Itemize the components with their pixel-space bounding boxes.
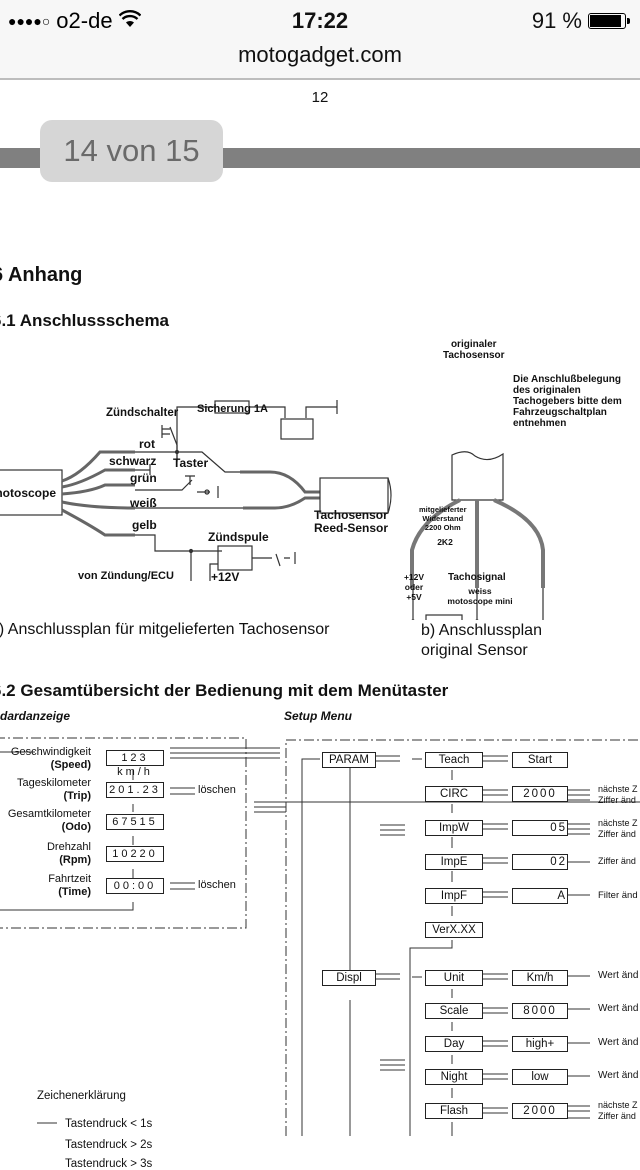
value-unit: Km/h [512, 970, 568, 986]
note-impw-2: Ziffer änd [598, 829, 636, 839]
std-row-speed: Geschwindigkeit(Speed) [10, 746, 91, 771]
resistor-label: 2K2 [437, 537, 453, 547]
display-time: 00:00 [106, 878, 164, 894]
note-day: Wert änd [598, 1037, 639, 1048]
display-odo: 67515 [106, 814, 164, 830]
carrier-name: o2-de [56, 8, 113, 33]
action-clear-trip: löschen [198, 784, 236, 796]
wire-black: schwarz [109, 454, 157, 468]
legend-short-press: Tastendruck < 1s [65, 1118, 153, 1130]
note-flash-2: Ziffer änd [598, 1111, 636, 1121]
status-right: 91 % [531, 8, 630, 34]
wire-green: grün [130, 471, 157, 485]
value-impe: 02 [512, 854, 568, 870]
value-night: low [512, 1069, 568, 1085]
menu-teach: Teach [425, 752, 483, 768]
menu-night: Night [425, 1069, 483, 1085]
note-unit: Wert änd [598, 970, 639, 981]
subsection-heading-2: 6.2 Gesamtübersicht der Bedienung mit de… [0, 681, 449, 700]
display-trip: 201.23 [106, 782, 164, 798]
status-bar: ●●●●○ o2-de 17:22 91 % [0, 0, 640, 40]
wire-white: weiß [130, 496, 157, 510]
battery-percent: 91 % [531, 8, 582, 33]
caption-a: a) Anschlussplan für mitgelieferten Tach… [0, 621, 330, 638]
note-scale: Wert änd [598, 1003, 639, 1014]
note-impe: Ziffer änd [598, 856, 636, 866]
menu-version: VerX.XX [425, 922, 483, 938]
page-indicator: 14 von 15 [40, 120, 223, 182]
status-left: ●●●●○ o2-de [8, 8, 141, 34]
label-switch: Zündschalter [106, 407, 179, 419]
pdf-page: 12 14 von 15 6 Anhang 6.1 Anschlussschem… [0, 80, 640, 1170]
display-rpm: 10220 [106, 846, 164, 862]
note-circ-1: nächste Z [598, 784, 638, 794]
menu-impf: ImpF [425, 888, 483, 904]
label-ecu: von Zündung/ECU [78, 570, 174, 582]
setup-menu-title: Setup Menu [284, 709, 352, 723]
menu-param: PARAM [322, 752, 376, 768]
menu-unit: Unit [425, 970, 483, 986]
address-bar[interactable]: motogadget.com [0, 40, 640, 80]
display-speed: 123 km/h [106, 750, 164, 778]
note-night: Wert änd [598, 1070, 639, 1081]
std-row-odo: Gesamtkilometer(Odo) [7, 808, 91, 833]
url-text[interactable]: motogadget.com [238, 42, 402, 67]
note-circ-2: Ziffer änd [598, 795, 636, 805]
menu-impw: ImpW [425, 820, 483, 836]
wifi-icon [118, 8, 141, 34]
value-day: high+ [512, 1036, 568, 1052]
menu-circ: CIRC [425, 786, 483, 802]
page-number: 12 [311, 89, 329, 106]
standard-display-title: Standardanzeige [0, 709, 71, 723]
menu-impe: ImpE [425, 854, 483, 870]
signal-strength-icon: ●●●●○ [8, 13, 51, 29]
menu-scale: Scale [425, 1003, 483, 1019]
label-fuse: Sicherung 1A [197, 403, 268, 415]
legend-press-3s: Tastendruck > 3s [65, 1158, 153, 1170]
menu-displ: Displ [322, 970, 376, 986]
menu-flash: Flash [425, 1103, 483, 1119]
label-button: Taster [173, 456, 209, 470]
legend-press-2s: Tastendruck > 2s [65, 1139, 153, 1151]
note-impf: Filter änd [598, 890, 638, 901]
std-row-rpm: Drehzahl(Rpm) [46, 841, 91, 866]
value-impw: 05 [512, 820, 568, 836]
value-teach: Start [512, 752, 568, 768]
value-impf: A [512, 888, 568, 904]
label-motoscope: motoscope [0, 486, 57, 500]
label-tachosignal: Tachosignal [448, 572, 506, 583]
menu-flow-diagram [0, 737, 640, 1136]
wiring-diagram-a [0, 400, 545, 620]
value-scale: 8000 [512, 1003, 568, 1019]
clock: 17:22 [291, 8, 349, 33]
wire-yellow: gelb [132, 518, 157, 532]
battery-icon [588, 13, 630, 29]
std-row-time: Fahrtzeit(Time) [48, 873, 91, 898]
action-clear-time: löschen [198, 879, 236, 891]
value-circ: 2000 [512, 786, 568, 802]
std-row-trip: Tageskilometer(Trip) [17, 777, 91, 802]
note-impw-1: nächste Z [598, 818, 638, 828]
legend-title: Zeichenerklärung [37, 1090, 126, 1102]
subsection-heading-1: 6.1 Anschlussschema [0, 311, 170, 330]
menu-day: Day [425, 1036, 483, 1052]
note-flash-1: nächste Z [598, 1100, 638, 1110]
value-flash: 2000 [512, 1103, 568, 1119]
label-12v: +12V [211, 570, 240, 584]
label-coil: Zündspule [208, 530, 269, 544]
wire-red: rot [139, 437, 155, 451]
section-heading: 6 Anhang [0, 264, 83, 286]
